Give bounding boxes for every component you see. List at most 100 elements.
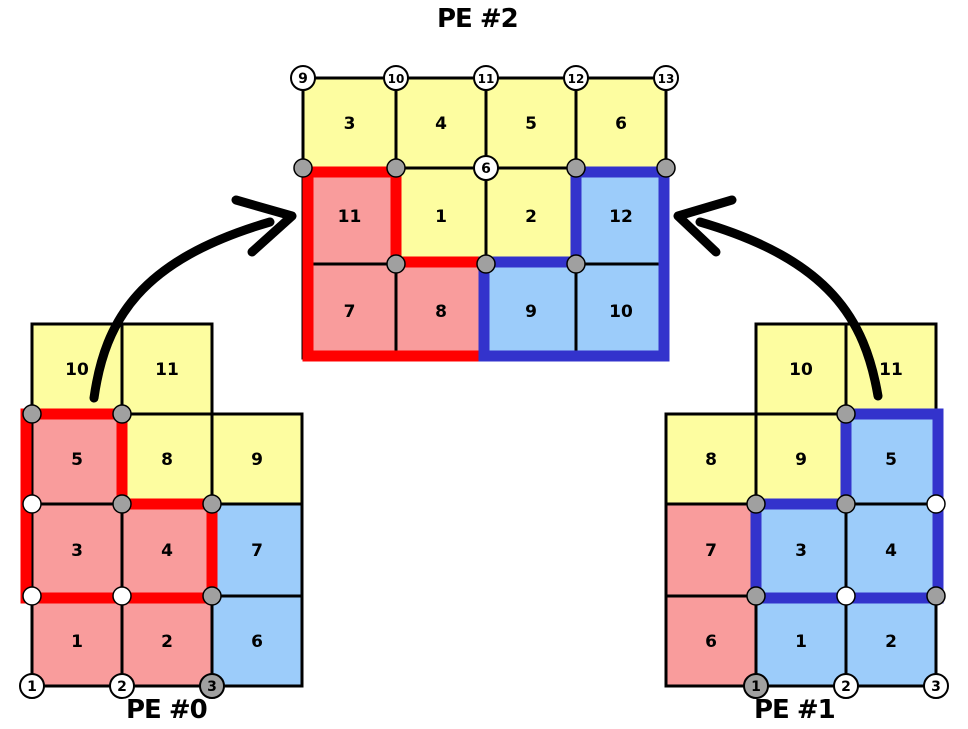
pe2-cell-label-6: 6: [615, 114, 627, 134]
pe0-cell-label-6: 6: [251, 632, 263, 652]
pe2-cell-label-1: 1: [435, 207, 447, 227]
pe1-node-gray-2: [836, 494, 856, 514]
pe2-node-13: [653, 65, 679, 91]
arrows-layer: [89, 195, 883, 403]
pe0-node-gray-1: [112, 404, 132, 424]
pe2-label: PE #2: [437, 4, 519, 34]
pe0-node-gray-0: [22, 404, 42, 424]
pe1-cell-4: [844, 502, 938, 598]
pe1-cell-7: [664, 502, 758, 598]
pe2-cell-label-12: 12: [609, 207, 633, 227]
pe2-cell-10: [574, 262, 668, 360]
pe0-cell-label-11: 11: [155, 360, 179, 380]
arrow-pe0-to-pe2: [89, 217, 275, 403]
pe2-node-13-label: 13: [658, 72, 675, 86]
pe2-node-3: [656, 158, 676, 178]
pe2-node-6: [566, 254, 586, 274]
pe0-cell-label-9: 9: [251, 450, 263, 470]
pe1-node-3-label: 3: [931, 679, 941, 695]
pe1-node-2-label: 2: [841, 679, 851, 695]
pe2-node-9: [290, 65, 316, 91]
pe1-node-gray-4: [926, 586, 946, 606]
pe2-node-1: [386, 158, 406, 178]
pe2-node-10-label: 10: [388, 72, 405, 86]
pe0-node-1-label: 1: [27, 679, 37, 695]
pe2-cell-label-11: 11: [338, 207, 362, 227]
pe1-cell-label-9: 9: [795, 450, 807, 470]
arrow-pe1-to-pe2: [695, 217, 883, 401]
pe1-node-3: [923, 673, 949, 699]
pe0-node-white-2: [112, 586, 132, 606]
pe1-node-gray-1: [746, 494, 766, 514]
arrowhead-pe1-to-pe2: [673, 195, 737, 257]
pe1-label: PE #1: [754, 695, 836, 725]
pe1-node-1: [743, 673, 769, 699]
pe2-cell-8: [394, 262, 488, 360]
pe0-node-2: [109, 673, 135, 699]
pe1-node-white-1: [836, 586, 856, 606]
pe2-node-6: [473, 155, 499, 181]
pe1-node-1-label: 1: [751, 679, 761, 695]
pe1-cell-label-7: 7: [705, 541, 717, 561]
pe0-cell-label-10: 10: [65, 360, 89, 380]
pe0-node-white-0: [22, 494, 42, 514]
pe1-cell-label-6: 6: [705, 632, 717, 652]
cells-layer: [30, 76, 938, 688]
pe0-cell-6: [210, 594, 304, 688]
pe0-label: PE #0: [126, 695, 208, 725]
pe2-cell-label-3: 3: [344, 114, 356, 134]
pe0-cell-label-1: 1: [71, 632, 83, 652]
pe0-cell-9: [210, 412, 304, 506]
pe2-cell-label-10: 10: [609, 302, 633, 322]
pe0-node-gray-4: [202, 586, 222, 606]
pe1-cell-9: [754, 412, 848, 506]
pe0-cell-label-7: 7: [251, 541, 263, 561]
pe0-node-white-1: [22, 586, 42, 606]
pe0-border: [30, 322, 304, 688]
pe0-cell-label-3: 3: [71, 541, 83, 561]
pe0-node-gray-3: [202, 494, 222, 514]
pe1-node-2: [833, 673, 859, 699]
pe2-node-0: [293, 158, 313, 178]
pe0-node-3-label: 3: [207, 679, 217, 695]
pe0-cell-label-5: 5: [71, 450, 83, 470]
pe2-node-11: [473, 65, 499, 91]
pe1-cell-label-10: 10: [789, 360, 813, 380]
pe2-cell-label-2: 2: [525, 207, 537, 227]
pe1-cell-label-1: 1: [795, 632, 807, 652]
pe2-cell-label-7: 7: [344, 302, 356, 322]
pe2-cell-label-4: 4: [435, 114, 447, 134]
pe2-node-11-label: 11: [478, 72, 495, 86]
pe2-node-9-label: 9: [298, 71, 308, 87]
pe1-cell-label-8: 8: [705, 450, 717, 470]
pe2-node-4: [386, 254, 406, 274]
pe1-cell-label-3: 3: [795, 541, 807, 561]
pe2-cell-label-9: 9: [525, 302, 537, 322]
pe2-node-6-label: 6: [481, 161, 491, 177]
pe1-cell-label-4: 4: [885, 541, 897, 561]
pe1-node-gray-0: [836, 404, 856, 424]
pe0-node-2-label: 2: [117, 679, 127, 695]
pe1-cell-label-5: 5: [885, 450, 897, 470]
pe0-node-gray-2: [112, 494, 132, 514]
pe2-node-12-label: 12: [568, 72, 585, 86]
pe0-node-1: [19, 673, 45, 699]
pe2-node-10: [383, 65, 409, 91]
pe1-node-gray-3: [746, 586, 766, 606]
pe2-node-2: [566, 158, 586, 178]
pe2-cell-label-8: 8: [435, 302, 447, 322]
pe2-node-5: [476, 254, 496, 274]
pe2-cell-label-5: 5: [525, 114, 537, 134]
pe0-node-3: [199, 673, 225, 699]
pe0-cell-7: [210, 502, 304, 598]
pe2-node-12: [563, 65, 589, 91]
pe0-cell-4: [120, 502, 214, 598]
pe1-node-white-0: [926, 494, 946, 514]
pe1-cell-label-11: 11: [879, 360, 903, 380]
pe0-cell-label-2: 2: [161, 632, 173, 652]
pe1-cell-label-2: 2: [885, 632, 897, 652]
arrowhead-pe0-to-pe2: [231, 195, 297, 257]
